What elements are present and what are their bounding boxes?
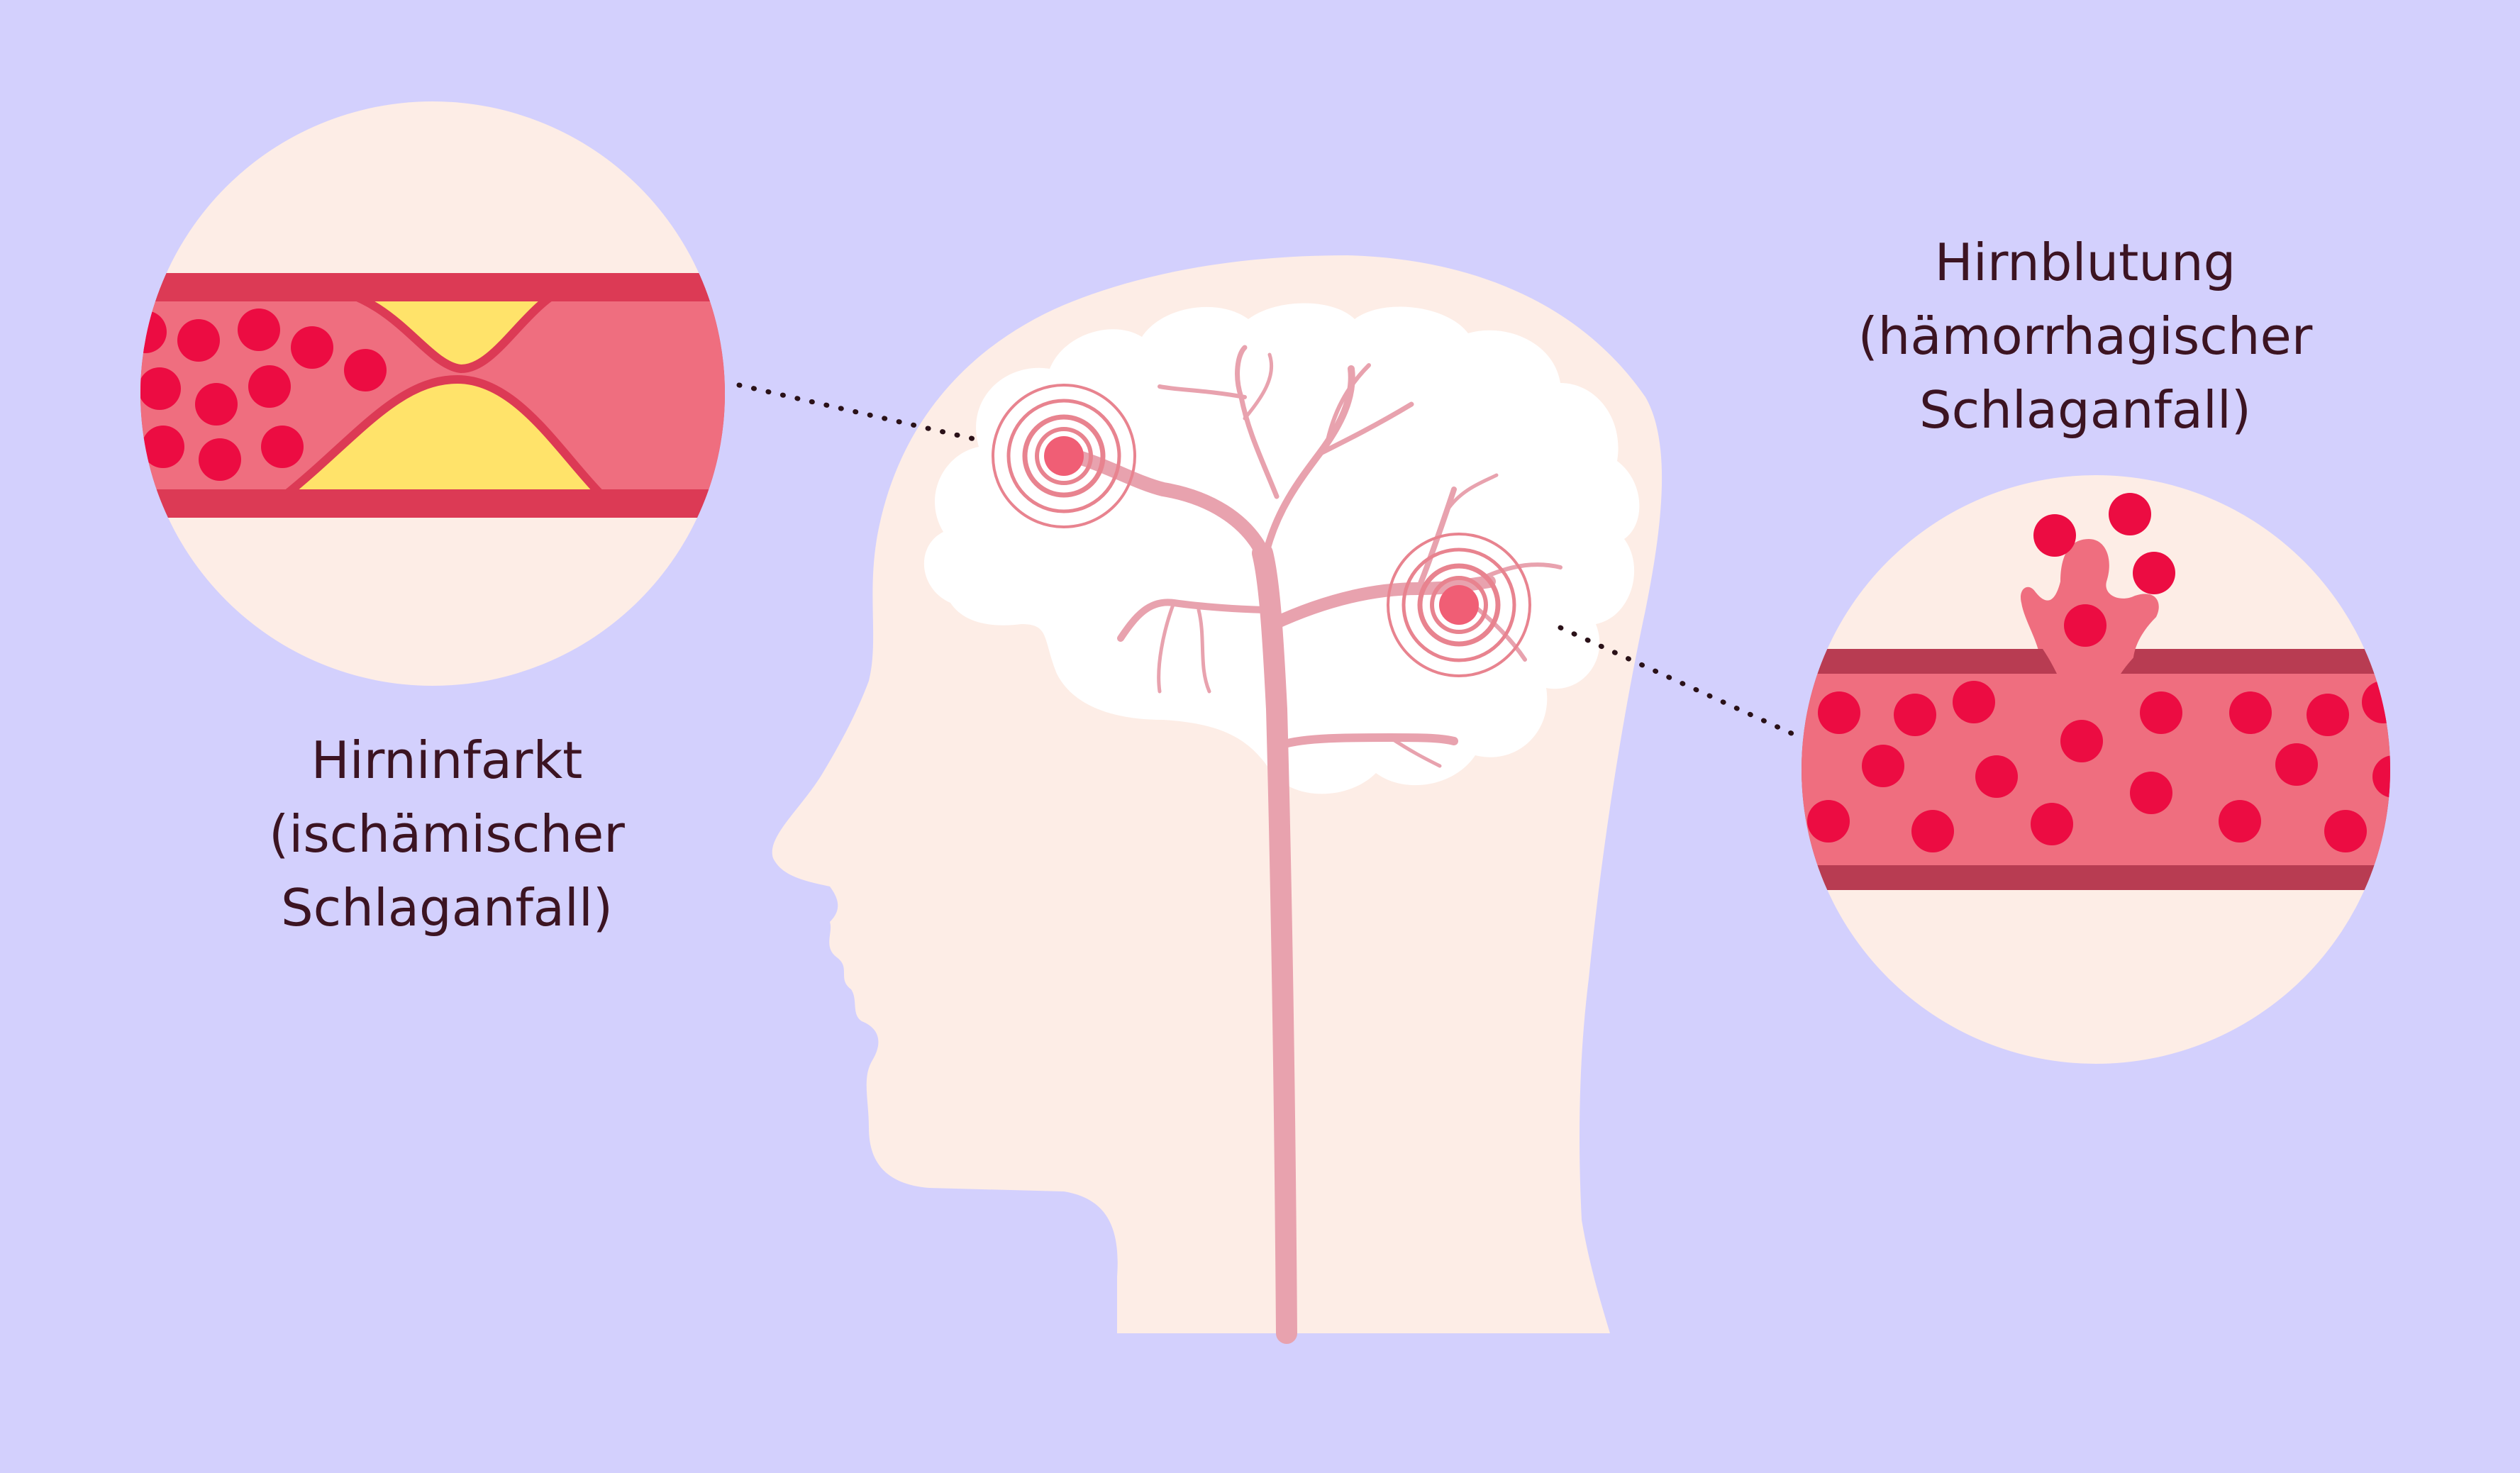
hemorrhagic-title: Hirnblutung (1934, 233, 2236, 292)
ischemic-title: Hirninfarkt (311, 730, 583, 790)
brain (923, 303, 1640, 794)
ischemic-zoom (140, 101, 725, 686)
ischemic-subtitle-2: Schlaganfall) (280, 878, 614, 938)
ischemic-site-marker (992, 384, 1136, 528)
ischemic-stroke-label: Hirninfarkt (ischämischer Schlaganfall) (220, 723, 674, 945)
hemorrhagic-subtitle-2: Schlaganfall) (1919, 380, 2252, 440)
ischemic-subtitle-1: (ischämischer (269, 804, 625, 864)
hemorrhagic-subtitle-1: (hämorrhagischer (1858, 306, 2313, 366)
hemorrhagic-zoom (1802, 475, 2390, 1064)
hemorrhagic-site-marker (1387, 533, 1531, 677)
connector-left (736, 382, 980, 443)
connector-right (1558, 625, 1796, 737)
hemorrhagic-stroke-label: Hirnblutung (hämorrhagischer Schlaganfal… (1802, 226, 2369, 447)
